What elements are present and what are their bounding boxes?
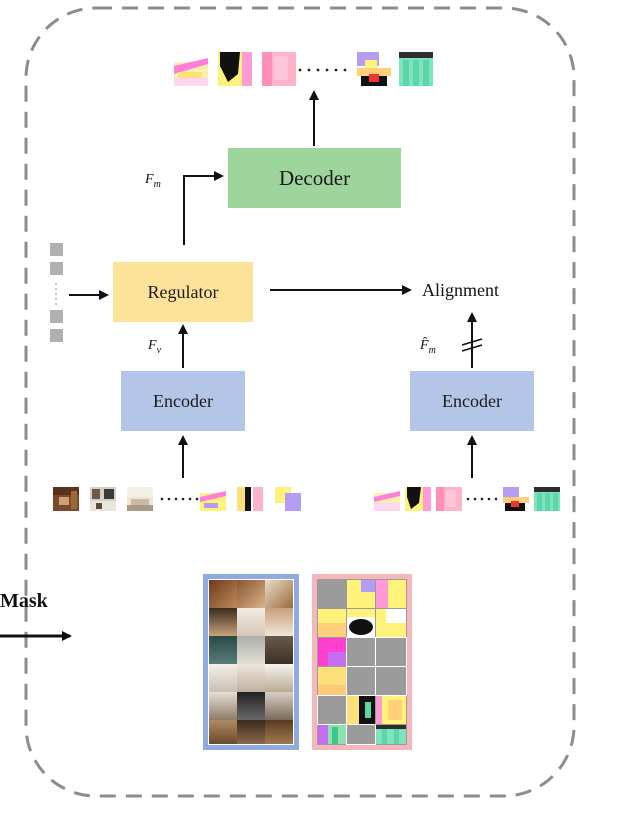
image-encoder-label: Encoder bbox=[153, 390, 213, 411]
masked-patch bbox=[317, 695, 347, 725]
target-mask-thumb-4 bbox=[503, 487, 529, 511]
image-patch bbox=[265, 692, 293, 720]
image-patch bbox=[209, 608, 237, 636]
mask-patch bbox=[376, 725, 406, 744]
fm-hat-label: F̂m bbox=[420, 338, 436, 356]
mask-encoder-block: Encoder bbox=[410, 371, 534, 431]
target-mask-thumb-5 bbox=[534, 487, 560, 511]
regulator-label: Regulator bbox=[147, 281, 219, 302]
masked-patch bbox=[375, 666, 407, 696]
mask-patch bbox=[347, 580, 375, 608]
alignment-label: Alignment bbox=[422, 280, 499, 300]
image-patch bbox=[237, 608, 265, 636]
image-patch bbox=[209, 692, 237, 720]
input-image-thumb-2 bbox=[90, 487, 116, 511]
masked-patch bbox=[375, 637, 407, 667]
input-mask-thumb-a bbox=[200, 487, 226, 511]
image-grid bbox=[203, 574, 299, 750]
mask-grid-inner bbox=[317, 579, 407, 745]
image-patch bbox=[209, 636, 237, 664]
dashed-frame bbox=[24, 6, 576, 798]
image-patch bbox=[265, 580, 293, 608]
mask-label: Mask bbox=[0, 590, 48, 612]
image-patch bbox=[237, 636, 265, 664]
query-square-1 bbox=[50, 243, 63, 256]
ellipsis-images bbox=[160, 497, 199, 501]
image-patch bbox=[237, 692, 265, 720]
stop-gradient-mark-1 bbox=[461, 338, 483, 346]
mask-patch bbox=[347, 609, 375, 637]
mask-patch bbox=[376, 580, 406, 608]
mask-patch bbox=[318, 725, 346, 744]
decoder-label: Decoder bbox=[278, 165, 351, 190]
image-patch bbox=[237, 580, 265, 608]
mask-patch bbox=[376, 609, 406, 637]
mask-encoder-label: Encoder bbox=[442, 390, 502, 411]
mask-patch bbox=[318, 609, 346, 637]
fv-label: Fv bbox=[148, 338, 162, 356]
image-patch bbox=[265, 664, 293, 692]
mask-patch bbox=[318, 638, 346, 666]
image-grid-inner bbox=[208, 579, 294, 745]
mask-grid bbox=[312, 574, 412, 750]
image-patch bbox=[265, 720, 293, 744]
mask-patch bbox=[347, 696, 375, 724]
decoder-block: Decoder bbox=[228, 148, 401, 208]
mask-patch bbox=[376, 696, 406, 724]
regulator-block: Regulator bbox=[113, 262, 253, 322]
stop-gradient-mark-2 bbox=[461, 344, 483, 352]
masked-patch bbox=[346, 637, 376, 667]
fm-label: Fm bbox=[145, 172, 161, 190]
masked-patch bbox=[346, 724, 376, 745]
output-mask-thumb-1 bbox=[174, 52, 208, 86]
output-mask-thumb-2 bbox=[218, 52, 252, 86]
input-mask-thumb-b bbox=[237, 487, 263, 511]
image-patch bbox=[209, 580, 237, 608]
image-patch bbox=[237, 664, 265, 692]
output-mask-thumb-4 bbox=[357, 52, 391, 86]
image-patch bbox=[265, 636, 293, 664]
target-mask-thumb-3 bbox=[436, 487, 462, 511]
image-encoder-block: Encoder bbox=[121, 371, 245, 431]
output-mask-thumb-5 bbox=[399, 52, 433, 86]
mask-patch bbox=[318, 667, 346, 695]
input-mask-thumb-c bbox=[275, 487, 301, 511]
ellipsis-queries bbox=[55, 283, 57, 305]
masked-patch bbox=[346, 666, 376, 696]
image-patch bbox=[209, 664, 237, 692]
ellipsis-masks bbox=[466, 497, 498, 501]
target-mask-thumb-1 bbox=[374, 487, 400, 511]
query-square-3 bbox=[50, 310, 63, 323]
query-square-4 bbox=[50, 329, 63, 342]
image-patch bbox=[265, 608, 293, 636]
query-square-2 bbox=[50, 262, 63, 275]
mask-patch bbox=[318, 580, 346, 608]
image-patch bbox=[237, 720, 265, 744]
arrow-regulator-to-decoder bbox=[183, 171, 224, 245]
ellipsis-top bbox=[298, 68, 347, 72]
output-mask-thumb-3 bbox=[262, 52, 296, 86]
input-image-thumb-1 bbox=[53, 487, 79, 511]
target-mask-thumb-2 bbox=[405, 487, 431, 511]
input-image-thumb-3 bbox=[127, 487, 153, 511]
image-patch bbox=[209, 720, 237, 744]
